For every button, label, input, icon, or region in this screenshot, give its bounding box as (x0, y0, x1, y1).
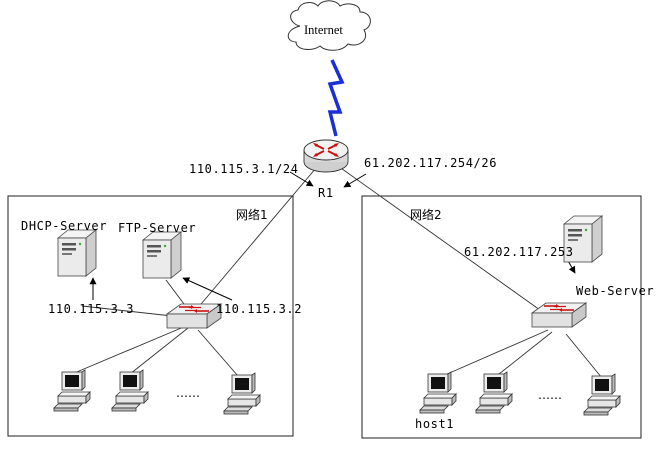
network1-ellipsis: …… (176, 386, 200, 400)
network2-boundary (361, 195, 642, 439)
network1-pc-icon (223, 372, 261, 415)
network1-pc-icon (111, 369, 149, 412)
network2-switch-icon (531, 302, 587, 328)
router-left-ip-label: 110.115.3.1/24 (189, 162, 299, 176)
router-name-label: R1 (318, 186, 334, 200)
network1-switch-icon (166, 303, 222, 329)
ftp-server-ip: 110.115.3.2 (216, 302, 303, 316)
network1-pc-icon (53, 369, 91, 412)
internet-label: Internet (304, 23, 343, 37)
dhcp-server-name: DHCP-Server (21, 219, 108, 233)
ftp-server-name: FTP-Server (118, 221, 197, 235)
network1-boundary (7, 195, 294, 437)
dhcp-server-icon (57, 229, 97, 277)
network2-pc-icon (475, 371, 513, 414)
wan-link-lightning-icon (327, 59, 345, 137)
host1-pc-icon (419, 371, 457, 414)
dhcp-server-ip: 110.115.3.3 (48, 302, 135, 316)
ftp-server-icon (142, 231, 182, 279)
web-server-name: Web-Server (576, 284, 655, 298)
network2-ellipsis: …… (538, 388, 562, 402)
host1-label: host1 (415, 417, 455, 431)
web-server-ip: 61.202.117.253 (464, 245, 574, 259)
router-r1-icon (303, 139, 349, 173)
internet-cloud-icon (287, 0, 371, 51)
network2-pc-icon (583, 373, 621, 416)
network1-title: 网络1 (236, 208, 268, 222)
router-right-ip-label: 61.202.117.254/26 (364, 156, 498, 170)
network2-title: 网络2 (410, 208, 442, 222)
